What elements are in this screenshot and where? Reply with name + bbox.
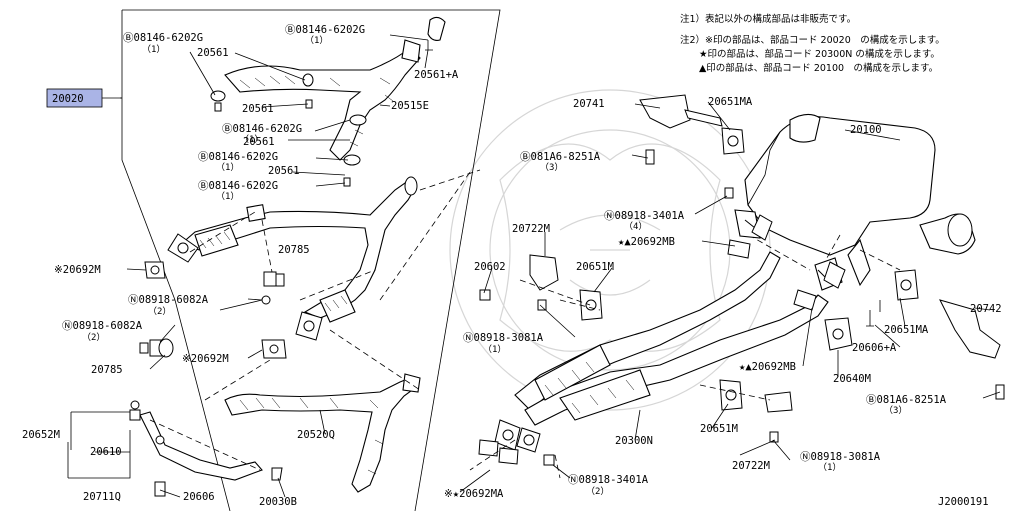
center-pipe-20300N <box>494 209 846 453</box>
bolt-qty: （1） <box>216 162 239 173</box>
nut-label: Ⓝ08918-3401A <box>604 210 685 222</box>
rear-y-pipe-20520Q <box>224 373 421 493</box>
part-label-20652m: 20652M <box>22 429 60 441</box>
part-label-20610: 20610 <box>90 446 122 458</box>
part-label-20692mb: ★▲20692MB <box>739 361 796 373</box>
front-tube-assembly <box>167 176 418 341</box>
group-outline <box>121 9 501 511</box>
part-label-20711q: 20711Q <box>83 491 121 503</box>
note-3: ★印の部品は、部品コード 20300N の構成を示します。 <box>699 48 940 60</box>
part-label-20606-a: 20606+A <box>852 342 897 354</box>
nut-qty: （1） <box>818 462 841 473</box>
part-label-20561: 20561 <box>243 136 275 148</box>
nut-qty: （2） <box>148 306 171 317</box>
front-y-pipe-upper <box>224 16 446 161</box>
solid-leaders <box>67 34 1001 498</box>
part-label-20606: 20606 <box>183 491 215 503</box>
note-4: ▲印の部品は、部品コード 20100 の構成を示します。 <box>699 62 938 74</box>
part-label-20692m: ※20692M <box>54 264 101 276</box>
bolt-qty: （3） <box>884 405 907 416</box>
bolt-label: Ⓑ081A6-8251A <box>866 394 947 406</box>
bolt-label: Ⓑ08146-6202G <box>198 180 278 192</box>
part-label-20785: 20785 <box>278 244 310 256</box>
bolt-label: Ⓑ08146-6202G <box>123 32 203 44</box>
nut-qty: （4） <box>624 221 647 232</box>
bolt-label: Ⓑ08146-6202G <box>222 123 302 135</box>
part-label-20692m: ※20692M <box>182 353 229 365</box>
note-1: 注1）表記以外の構成部品は非販売です。 <box>680 13 856 25</box>
note-2: 注2）※印の部品は、部品コード 20020 の構成を示します。 <box>680 34 945 46</box>
bolt-qty: （1） <box>216 191 239 202</box>
part-label-20692ma: ※★20692MA <box>444 488 504 500</box>
part-label-20651m: 20651M <box>700 423 738 435</box>
dashed-leaders <box>189 169 771 479</box>
part-label-20692mb: ★▲20692MB <box>618 236 675 248</box>
part-label-20030b: 20030B <box>259 496 297 508</box>
nut-qty: （2） <box>82 332 105 343</box>
part-label-20561: 20561 <box>197 47 229 59</box>
clamps-20561 <box>210 73 367 187</box>
nut-label: Ⓝ08918-6082A <box>62 320 143 332</box>
part-label-20561: 20561 <box>268 165 300 177</box>
group-label-text: 20020 <box>52 93 84 105</box>
bolt-qty: （1） <box>240 134 263 145</box>
mounts-brackets <box>479 94 1005 466</box>
bolt-label: Ⓑ08146-6202G <box>198 151 278 163</box>
part-label-20651ma: 20651MA <box>708 96 753 108</box>
nut-label: Ⓝ08918-3401A <box>568 474 649 486</box>
nut-qty: （2） <box>586 486 609 497</box>
part-label-20741: 20741 <box>573 98 605 110</box>
part-label-20785: 20785 <box>91 364 123 376</box>
part-label-20722m: 20722M <box>732 460 770 472</box>
hanger-bracket-20711Q <box>129 400 283 497</box>
part-label-20651ma: 20651MA <box>884 324 929 336</box>
part-label-20651m: 20651M <box>576 261 614 273</box>
nut-qty: （1） <box>483 344 506 355</box>
part-label-20300n: 20300N <box>615 435 653 447</box>
part-label-20561-a: 20561+A <box>414 69 459 81</box>
bolt-label: Ⓑ08146-6202G <box>285 24 365 36</box>
part-label-20742: 20742 <box>970 303 1002 315</box>
gaskets <box>144 261 287 359</box>
part-label-20640m: 20640M <box>833 373 871 385</box>
part-label-20561: 20561 <box>242 103 274 115</box>
part-label-20100: 20100 <box>850 124 882 136</box>
part-label-20722m: 20722M <box>512 223 550 235</box>
part-label-20602: 20602 <box>474 261 506 273</box>
bolt-qty: （1） <box>305 35 328 46</box>
nut-label: Ⓝ08918-3081A <box>800 451 881 463</box>
bolt-qty: （3） <box>540 162 563 173</box>
part-label-20515e: 20515E <box>391 100 429 112</box>
bolt-qty: （1） <box>142 44 165 55</box>
part-label-20520q: 20520Q <box>297 429 335 441</box>
nut-label: Ⓝ08918-6082A <box>128 294 209 306</box>
figure-id: J2000191 <box>938 496 989 508</box>
bolt-label: Ⓑ081A6-8251A <box>520 151 601 163</box>
main-muffler-20100 <box>739 113 976 287</box>
nut-label: Ⓝ08918-3081A <box>463 332 544 344</box>
